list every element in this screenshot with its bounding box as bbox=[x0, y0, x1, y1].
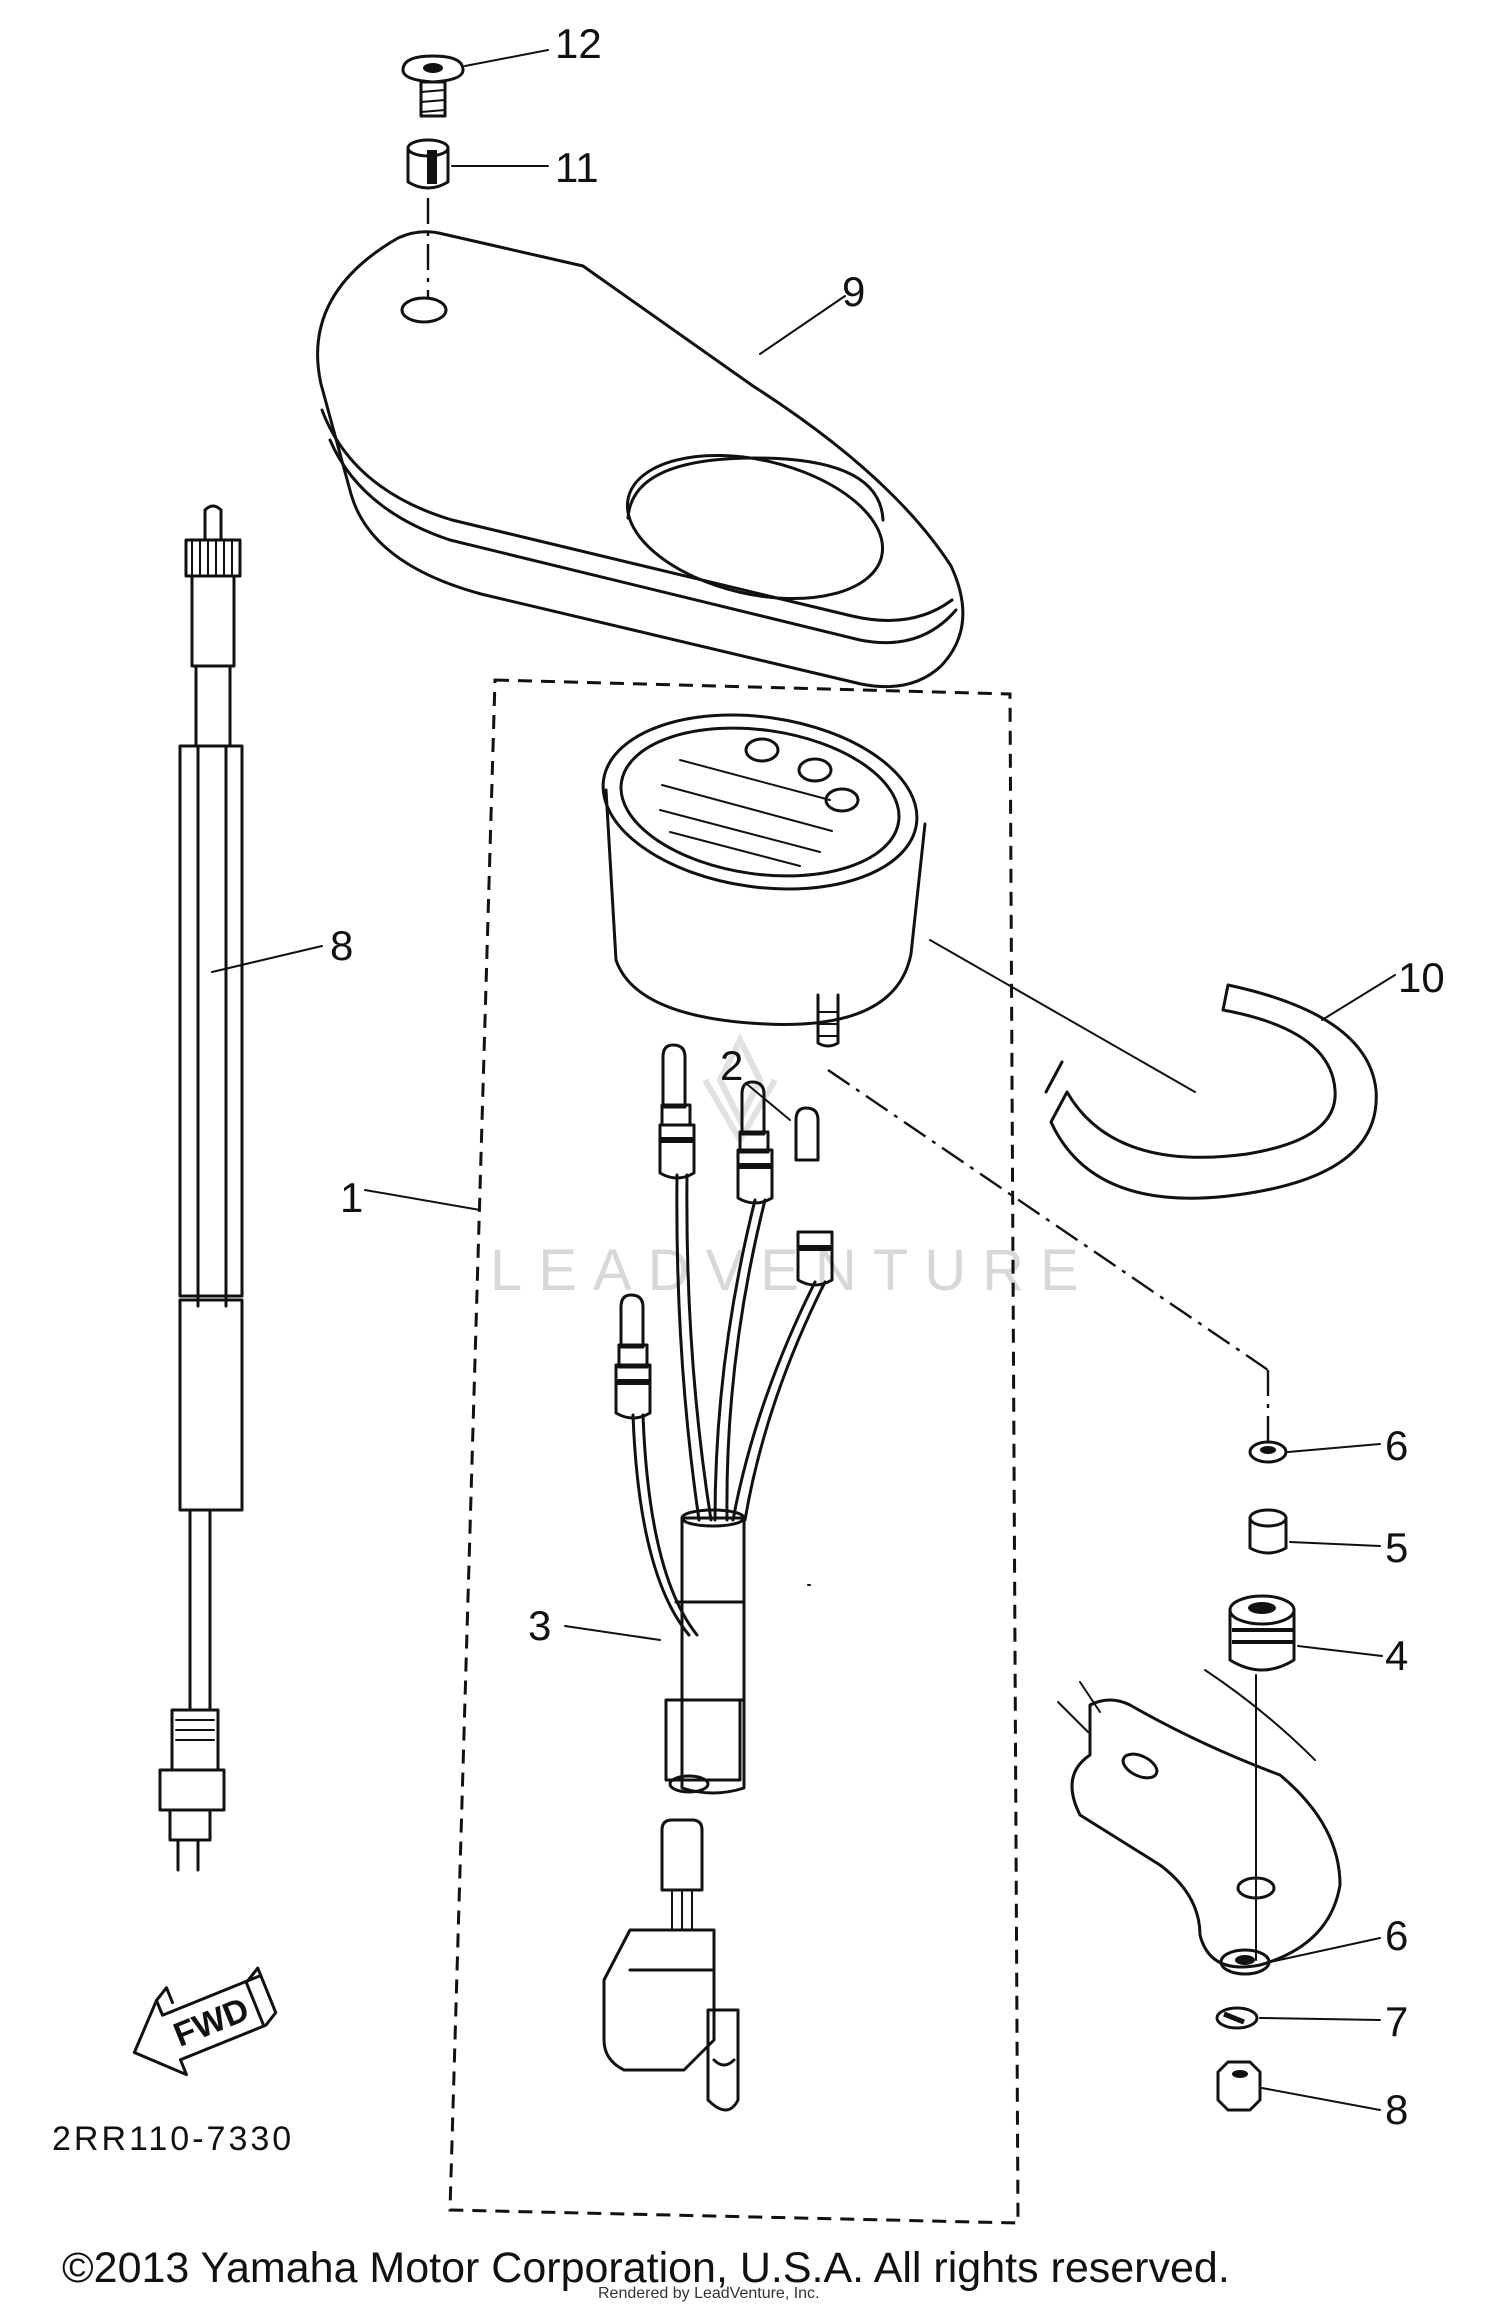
leader-1 bbox=[364, 1189, 481, 1211]
leader-to-bracket-11 bbox=[929, 939, 1196, 1093]
callout-1: 1 bbox=[340, 1174, 363, 1221]
callout-6a: 6 bbox=[1385, 1422, 1408, 1469]
callout-6b: 6 bbox=[1385, 1912, 1408, 1959]
speedometer-unit bbox=[601, 713, 927, 1048]
part-6-washer-lower bbox=[1219, 1948, 1271, 1976]
callout-11: 10 bbox=[1398, 954, 1445, 1001]
leader-11 bbox=[1321, 974, 1396, 1021]
callout-4: 4 bbox=[1385, 1632, 1408, 1679]
leader-4 bbox=[1297, 1645, 1383, 1657]
part-12-collar bbox=[406, 138, 450, 190]
part-13-screw bbox=[401, 54, 465, 118]
part-6-washer-upper bbox=[1248, 1440, 1288, 1464]
leader-3 bbox=[564, 1625, 661, 1641]
callout-9: 8 bbox=[330, 922, 353, 969]
callout-7: 7 bbox=[1385, 1998, 1408, 2045]
leader-8 bbox=[1261, 2087, 1381, 2111]
watermark-text: LEADVENTURE bbox=[490, 1238, 1095, 1303]
part-3-wire-harness bbox=[602, 1508, 811, 2112]
part-5-collar bbox=[1248, 1508, 1288, 1555]
wire-bundle bbox=[631, 1173, 827, 1637]
leader-13 bbox=[464, 49, 549, 67]
callout-8: 8 bbox=[1385, 2086, 1408, 2133]
part-4-grommet bbox=[1228, 1594, 1296, 1672]
forward-direction-arrow: FWD bbox=[132, 1966, 278, 2077]
leader-6b bbox=[1269, 1937, 1381, 1963]
leader-9 bbox=[211, 945, 323, 973]
callout-2: 2 bbox=[720, 1042, 743, 1089]
watermark-logo: LEADVENTURE bbox=[490, 1033, 1095, 1303]
part-8-nut bbox=[1216, 2060, 1262, 2112]
part-2-bulb-sockets bbox=[614, 1043, 834, 1420]
callout-3: 3 bbox=[528, 1602, 551, 1649]
part-11-bracket bbox=[1044, 983, 1378, 1200]
callout-13: 12 bbox=[555, 20, 602, 67]
leader-5 bbox=[1289, 1541, 1381, 1547]
part-10-meter-panel bbox=[316, 230, 965, 689]
frame-mount-bracket bbox=[1057, 1669, 1342, 1969]
callout-5: 5 bbox=[1385, 1524, 1408, 1571]
leader-7 bbox=[1259, 2017, 1381, 2021]
copyright-notice: ©2013 Yamaha Motor Corporation, U.S.A. A… bbox=[62, 2244, 1230, 2292]
part-9-meter-cable bbox=[158, 504, 244, 1872]
assembly-boundary-1 bbox=[448, 678, 1020, 2225]
leader-10 bbox=[759, 295, 846, 355]
callout-10: 9 bbox=[842, 268, 865, 315]
fwd-label: FWD bbox=[168, 1990, 254, 2054]
axis-line-stud bbox=[827, 1069, 1269, 1371]
drawing-code: 2RR110-7330 bbox=[52, 2120, 294, 2158]
leader-2 bbox=[747, 1084, 791, 1121]
footer-credit: Rendered by LeadVenture, Inc. bbox=[598, 2285, 820, 2302]
part-7-lock-washer bbox=[1215, 2006, 1259, 2030]
leader-6a bbox=[1287, 1443, 1381, 1453]
callout-12: 11 bbox=[555, 144, 599, 191]
